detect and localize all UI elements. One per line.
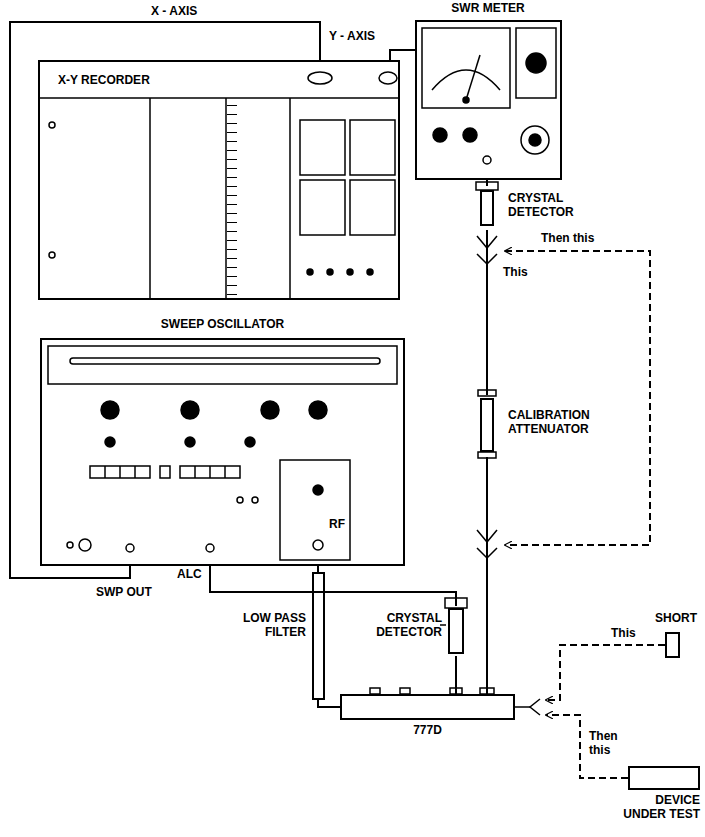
- signal-label: ALC: [176, 568, 203, 582]
- part-name: CALIBRATION ATTENUATOR: [508, 409, 618, 437]
- cable: [390, 50, 415, 60]
- coupler-part: 777D: [340, 694, 515, 746]
- move-arrow: [505, 251, 650, 545]
- cable: [486, 230, 488, 395]
- signal-label: Then this: [588, 730, 624, 758]
- swr-meter-detail: [422, 28, 556, 164]
- signal-label: This: [610, 627, 637, 641]
- move-arrow: [546, 645, 665, 700]
- signal-label: Y - AXIS: [328, 30, 376, 44]
- cable: [10, 22, 320, 578]
- instrument-box: SWR METER: [412, 0, 564, 180]
- signal-label: SWP OUT: [95, 586, 153, 600]
- attenuator-part: CALIBRATION ATTENUATOR: [478, 395, 638, 457]
- part-name: X-Y RECORDER: [58, 74, 150, 88]
- sweep-oscillator-detail: [48, 346, 397, 560]
- part-outline: [665, 632, 680, 658]
- xy-recorder-detail: [38, 72, 400, 300]
- cable: [486, 457, 488, 694]
- cable: [318, 700, 340, 707]
- part-outline: [340, 694, 515, 720]
- cable: [486, 180, 488, 186]
- cable: [210, 566, 456, 606]
- cable: [455, 656, 457, 694]
- part-outline: [480, 398, 494, 452]
- part-name: SWEEP OSCILLATOR: [40, 318, 405, 332]
- part-outline: [38, 60, 400, 300]
- signal-label: Then this: [540, 232, 595, 246]
- part-outline: [415, 20, 562, 180]
- part-name: SHORT: [650, 612, 702, 626]
- device-box: DEVICE UNDER TEST: [596, 766, 700, 834]
- part-name: CRYSTAL DETECTOR: [508, 192, 608, 220]
- part-name: 777D: [340, 724, 515, 738]
- part-name: SWR METER: [412, 2, 564, 16]
- part-name: CRYSTAL DETECTOR: [368, 612, 442, 640]
- part-outline: [40, 338, 405, 566]
- signal-label: RF: [328, 518, 346, 532]
- part-outline: [312, 572, 325, 700]
- part-outline: [628, 766, 700, 790]
- part-outline: [480, 190, 494, 226]
- filter-part: LOW PASS FILTER: [220, 572, 326, 700]
- instrument-box: SWEEP OSCILLATOR: [40, 318, 405, 566]
- detector-part: CRYSTAL DETECTOR: [368, 606, 468, 656]
- instrument-box: X-Y RECORDER: [38, 60, 400, 300]
- part-outline: [448, 608, 464, 654]
- short-part: SHORT: [650, 608, 702, 660]
- part-name: LOW PASS FILTER: [220, 612, 306, 640]
- move-arrow: [546, 715, 628, 778]
- part-name: DEVICE UNDER TEST: [610, 794, 700, 822]
- signal-label: This: [502, 266, 529, 280]
- detector-part: CRYSTAL DETECTOR: [478, 186, 628, 230]
- signal-label: X - AXIS: [150, 5, 198, 19]
